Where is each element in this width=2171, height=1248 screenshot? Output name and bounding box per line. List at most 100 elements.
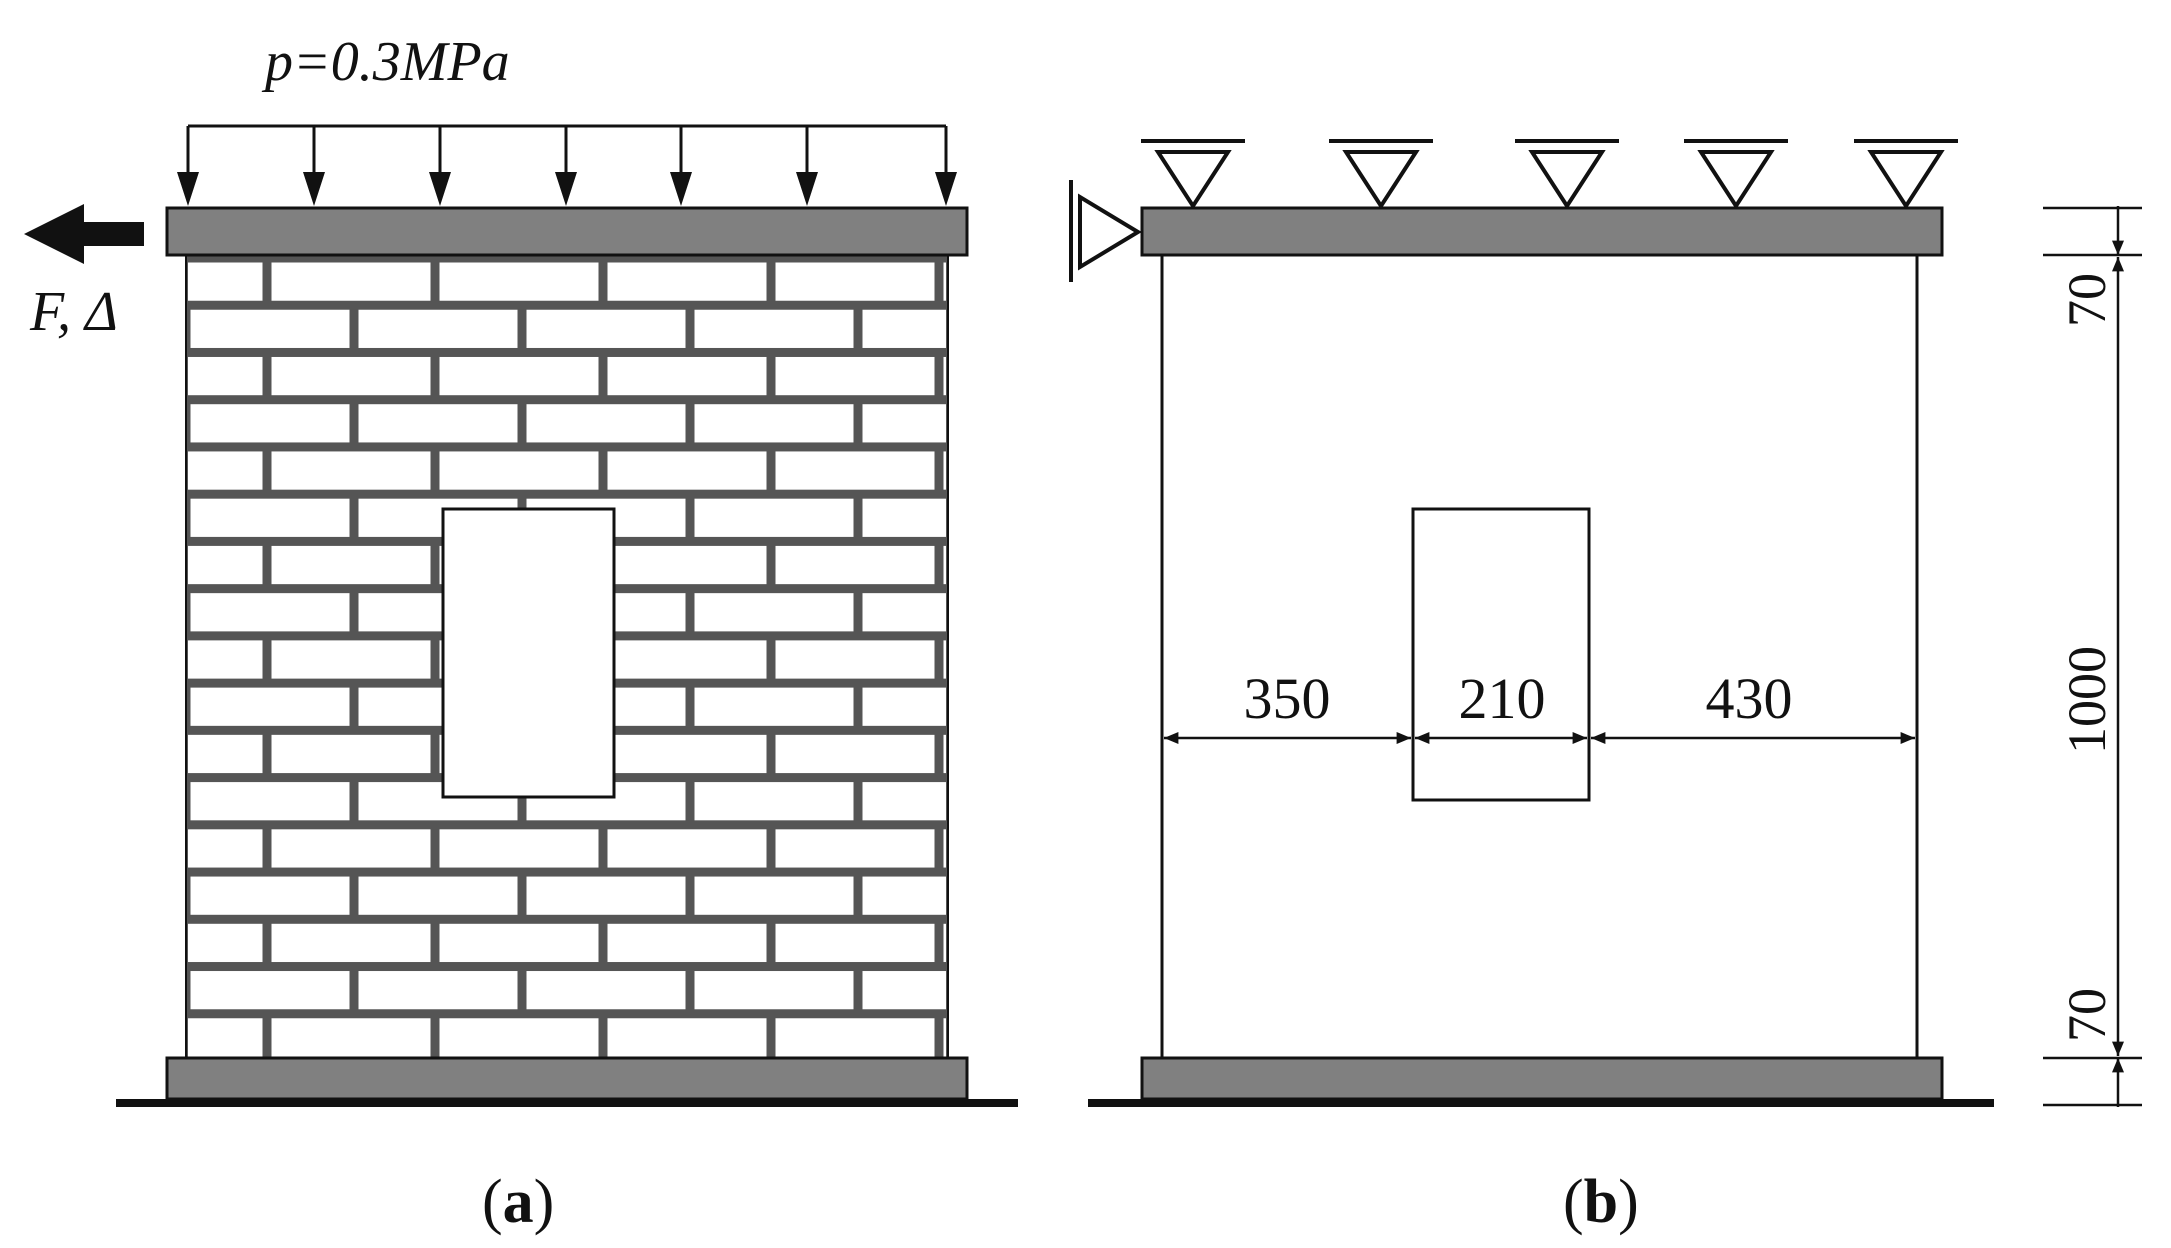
brick — [775, 451, 935, 490]
brick — [358, 876, 518, 915]
brick — [607, 829, 767, 868]
brick-wall — [185, 255, 949, 1058]
brick — [943, 829, 946, 868]
brick — [943, 262, 946, 301]
brick — [188, 923, 263, 963]
caption-b-close: ) — [1618, 1168, 1639, 1236]
brick — [607, 734, 767, 774]
brick — [188, 262, 263, 301]
force-arrow-head — [24, 204, 84, 264]
brick — [607, 640, 767, 679]
brick — [439, 829, 599, 868]
brick — [271, 545, 431, 585]
brick — [775, 923, 935, 963]
brick — [943, 451, 946, 490]
brick — [943, 1018, 946, 1057]
dim-label-left-pier: 350 — [1244, 666, 1331, 731]
caption-b-letter: b — [1584, 1168, 1618, 1236]
caption-a-letter: a — [503, 1168, 534, 1236]
brick — [271, 640, 431, 679]
brick — [190, 782, 350, 821]
brick — [271, 262, 431, 301]
panel-b: 350 210 430 70 1000 70 (b) — [1069, 139, 2142, 1236]
brick — [862, 593, 946, 632]
brick — [775, 545, 935, 585]
dim-label-opening: 210 — [1459, 666, 1546, 731]
caption-b: (b) — [1563, 1168, 1639, 1236]
brick — [439, 1018, 599, 1057]
roller-supports — [1141, 139, 1958, 210]
horizontal-dimensions: 350 210 430 — [1164, 666, 1915, 744]
brick — [607, 451, 767, 490]
caption-a: (a) — [482, 1168, 554, 1236]
brick — [607, 923, 767, 963]
dim-label-right-pier: 430 — [1706, 666, 1793, 731]
roller-support-triangle — [1867, 150, 1945, 210]
brick — [526, 971, 686, 1010]
brick — [439, 262, 599, 301]
brick — [943, 734, 946, 774]
horizontal-support-triangle — [1078, 193, 1142, 271]
brick — [439, 923, 599, 963]
roller-support-triangle — [1528, 150, 1606, 210]
brick — [862, 876, 946, 915]
brick — [694, 404, 854, 443]
brick — [694, 782, 854, 821]
brick — [190, 404, 350, 443]
brick — [271, 829, 431, 868]
brick — [862, 309, 946, 348]
brick — [862, 687, 946, 726]
brick — [358, 404, 518, 443]
brick — [526, 404, 686, 443]
horizontal-support — [1069, 180, 1142, 282]
brick — [607, 545, 767, 585]
lateral-force-arrow — [24, 204, 144, 264]
load-arrow-head — [429, 172, 451, 206]
brick — [526, 309, 686, 348]
brick — [943, 640, 946, 679]
dim-label-top-beam: 70 — [2057, 273, 2117, 327]
brick — [188, 451, 263, 490]
top-beam-b — [1140, 206, 1944, 257]
load-arrow-head — [796, 172, 818, 206]
ground-line-a — [116, 1099, 1018, 1107]
caption-b-open: ( — [1563, 1168, 1584, 1236]
brick — [943, 545, 946, 585]
brick — [188, 829, 263, 868]
brick — [694, 971, 854, 1010]
distributed-load — [177, 124, 957, 206]
brick — [862, 498, 946, 537]
load-arrow-head — [555, 172, 577, 206]
brick — [526, 876, 686, 915]
brick — [188, 734, 263, 774]
brick — [775, 356, 935, 396]
brick — [190, 309, 350, 348]
brick — [271, 451, 431, 490]
force-label: F, Δ — [29, 281, 118, 343]
force-arrow-shaft — [78, 222, 144, 246]
brick — [358, 971, 518, 1010]
caption-a-open: ( — [482, 1168, 503, 1236]
brick — [694, 687, 854, 726]
brick — [694, 498, 854, 537]
roller-support-triangle — [1697, 150, 1775, 210]
brick — [775, 262, 935, 301]
load-label: p=0.3MPa — [261, 31, 510, 93]
brick — [190, 876, 350, 915]
brick — [607, 356, 767, 396]
brick — [607, 1018, 767, 1057]
brick — [358, 309, 518, 348]
brick — [694, 876, 854, 915]
brick — [271, 1018, 431, 1057]
brick — [694, 593, 854, 632]
brick — [190, 593, 350, 632]
roller-support-triangle — [1342, 150, 1420, 210]
dim-label-bottom-beam: 70 — [2057, 988, 2117, 1042]
brick — [190, 971, 350, 1010]
brick — [943, 356, 946, 396]
brick — [188, 640, 263, 679]
load-arrow-head — [177, 172, 199, 206]
load-arrow-head — [670, 172, 692, 206]
window-opening-a — [441, 507, 616, 799]
